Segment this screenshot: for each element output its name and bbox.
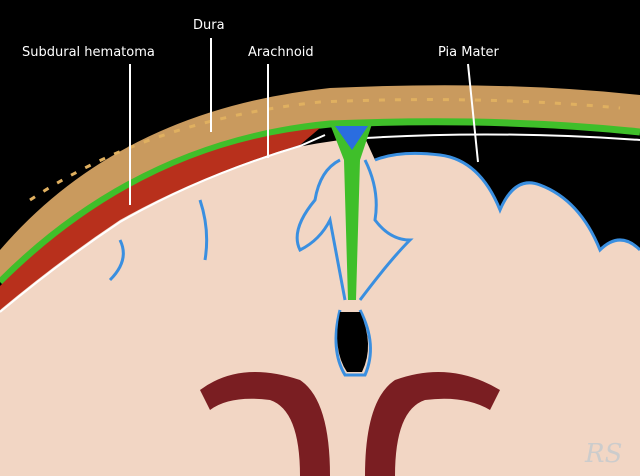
subarachnoid-space xyxy=(365,134,640,250)
right-ventricle xyxy=(365,372,500,476)
label-dura: Dura xyxy=(193,18,225,33)
sagittal-sinus xyxy=(335,126,368,150)
leader-lines xyxy=(129,38,479,205)
pia-mater xyxy=(108,151,640,377)
label-pia-mater: Pia Mater xyxy=(438,45,499,60)
label-subdural-hematoma: Subdural hematoma xyxy=(22,45,155,60)
ventricle-space xyxy=(337,312,369,372)
signature: RS xyxy=(584,439,622,469)
skull-texture xyxy=(29,98,621,202)
falx xyxy=(330,124,372,300)
left-ventricle xyxy=(200,372,330,476)
dura-layer xyxy=(0,118,640,285)
arachnoid-membrane xyxy=(0,134,326,313)
arachnoid-right xyxy=(364,133,640,141)
skull xyxy=(0,85,640,280)
label-arachnoid: Arachnoid xyxy=(248,45,314,60)
subdural-hematoma xyxy=(0,128,320,310)
